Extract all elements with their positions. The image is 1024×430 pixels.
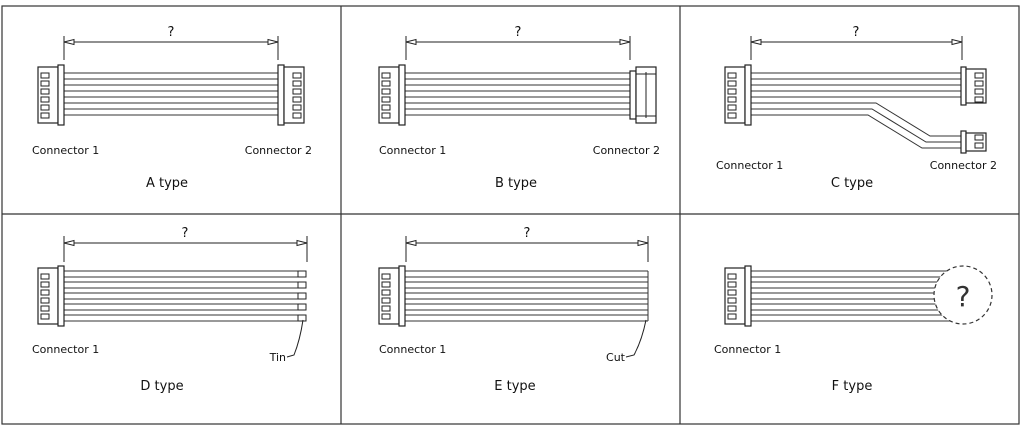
tin-leader-line bbox=[286, 319, 304, 358]
connector-2-label: Connector 2 bbox=[593, 144, 660, 157]
dimension-unknown: ? bbox=[853, 25, 860, 40]
dimension-unknown: ? bbox=[524, 226, 531, 241]
cut-leader-line bbox=[625, 319, 647, 358]
cable-wires bbox=[62, 72, 280, 116]
connector-1-drawing bbox=[378, 64, 406, 126]
type-label: B type bbox=[495, 176, 537, 191]
connector-1-label: Connector 1 bbox=[379, 144, 446, 157]
connector-1-drawing bbox=[378, 265, 406, 327]
cut-label: Cut bbox=[606, 351, 626, 364]
unknown-end-symbol: ? bbox=[956, 280, 971, 313]
panel-b: ? Connector 1 C bbox=[378, 25, 660, 191]
connector-1-drawing bbox=[37, 64, 65, 126]
connector-1-drawing bbox=[37, 265, 65, 327]
connector-2-upper-drawing bbox=[960, 66, 987, 106]
connector-1-drawing bbox=[724, 64, 752, 126]
tin-label: Tin bbox=[269, 351, 286, 364]
type-label: D type bbox=[140, 379, 183, 394]
cable-wires bbox=[751, 72, 961, 149]
panel-f: ? Connector 1 F type bbox=[714, 265, 993, 394]
cable-wires bbox=[751, 270, 962, 322]
connector-1-label: Connector 1 bbox=[716, 159, 783, 172]
dimension-line bbox=[405, 236, 649, 262]
connector-1-label: Connector 1 bbox=[32, 144, 99, 157]
unknown-end-circle bbox=[933, 265, 993, 325]
dimension-line bbox=[63, 236, 308, 262]
type-label: C type bbox=[831, 176, 873, 191]
cable-wires bbox=[405, 72, 630, 116]
dimension-line bbox=[750, 36, 963, 60]
connector-1-drawing bbox=[724, 265, 752, 327]
tinned-wire-ends bbox=[297, 270, 307, 322]
connector-1-label: Connector 1 bbox=[379, 343, 446, 356]
connector-2-label: Connector 2 bbox=[930, 159, 997, 172]
dimension-unknown: ? bbox=[168, 25, 175, 40]
cable-wires bbox=[405, 270, 649, 322]
connector-1-label: Connector 1 bbox=[32, 343, 99, 356]
dimension-unknown: ? bbox=[182, 226, 189, 241]
panel-c: ? bbox=[716, 25, 997, 191]
panel-e: ? Cut Connector 1 E type bbox=[378, 226, 649, 394]
panel-a: ? bbox=[32, 25, 312, 191]
connector-2-label: Connector 2 bbox=[245, 144, 312, 157]
type-label: F type bbox=[832, 379, 873, 394]
type-label: A type bbox=[146, 176, 188, 191]
grid-frame bbox=[1, 5, 1020, 425]
connector-1-label: Connector 1 bbox=[714, 343, 781, 356]
dimension-line bbox=[405, 36, 631, 60]
connector-2-lower-drawing bbox=[960, 130, 987, 154]
dimension-unknown: ? bbox=[515, 25, 522, 40]
panel-d: ? bbox=[32, 226, 308, 394]
cable-wires bbox=[64, 270, 298, 322]
dimension-line bbox=[63, 36, 279, 60]
connector-2-drawing bbox=[629, 66, 657, 124]
type-label: E type bbox=[494, 379, 535, 394]
connector-2-drawing bbox=[277, 64, 305, 126]
